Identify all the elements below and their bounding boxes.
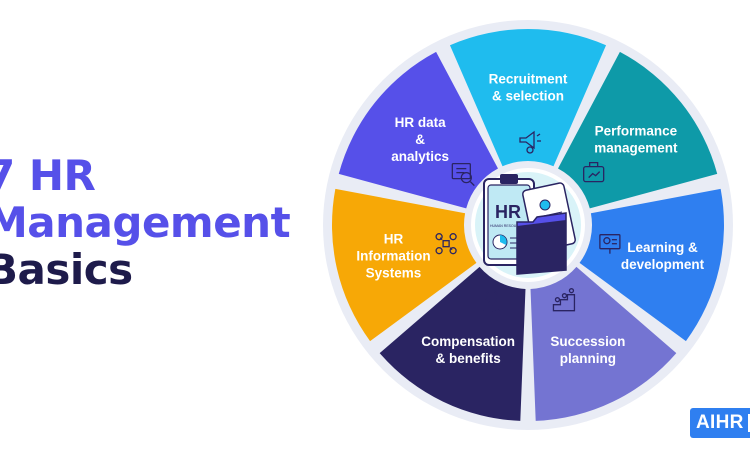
segment-label-line: analytics (391, 149, 449, 164)
segment-label: Compensation & benefits (421, 334, 515, 366)
people-steps-icon (552, 288, 576, 312)
segment-label-line: management (594, 140, 678, 155)
segment-label: Succession planning (550, 334, 625, 366)
network-people-icon (435, 233, 457, 255)
segment-shape (579, 188, 724, 342)
segment-label-line: & (415, 132, 425, 147)
center-hr-subtext: HUMAN RESOURCES (490, 224, 527, 228)
segment-shape (558, 51, 718, 209)
segment-label-line: Systems (366, 266, 422, 281)
segment-label: Performance management (594, 123, 678, 155)
segment-shape (449, 28, 607, 167)
segment-label-line: Information (356, 249, 430, 264)
segment-succession-planning: Succession planning (530, 266, 677, 421)
aihr-logo-divider (747, 414, 750, 432)
megaphone-icon (519, 130, 541, 154)
segment-compensation-benefits: Compensation & benefits (379, 266, 526, 421)
segment-label-line: HR (384, 232, 404, 247)
segment-label-line: & selection (492, 89, 564, 104)
hr-clipboard-folder-icon: HR HUMAN RESOURCES (483, 174, 576, 275)
segment-label-line: Succession (550, 334, 625, 349)
aihr-logo: AIHR (690, 408, 750, 438)
briefcase-chart-icon (583, 161, 605, 183)
wheel-center: HR HUMAN RESOURCES (471, 168, 585, 282)
segment-label-line: Performance (595, 123, 678, 138)
segment-label-line: Recruitment (489, 72, 568, 87)
center-hr-text: HR (495, 202, 521, 222)
segment-performance-management: Performance management (558, 51, 718, 209)
segment-label-line: planning (560, 351, 616, 366)
segment-label-line: Compensation (421, 334, 515, 349)
segment-label-line: & benefits (435, 351, 500, 366)
segment-label-line: development (621, 257, 705, 272)
segment-shape (530, 266, 677, 421)
segment-hr-data-analytics: HR data & analytics (338, 51, 498, 209)
segment-label: HR data & analytics (391, 115, 449, 164)
analytics-search-icon (451, 162, 475, 187)
segment-label-line: Learning & (627, 240, 698, 255)
segment-label: Recruitment & selection (489, 72, 568, 104)
segment-label: Learning & development (621, 240, 705, 272)
presentation-board-icon (599, 234, 621, 254)
money-hand-icon (480, 290, 504, 314)
segment-recruitment-selection: Recruitment & selection (449, 28, 607, 167)
page-title: 7 HR Management Basics (0, 151, 291, 294)
segment-shape (332, 188, 477, 342)
segment-learning-development: Learning & development (579, 188, 724, 342)
aihr-logo-text: AIHR (696, 412, 744, 433)
title-line-2: Management (0, 198, 291, 247)
title-line-1: 7 HR (0, 151, 96, 200)
segment-label-line: HR data (395, 115, 446, 130)
title-line-3: Basics (0, 245, 133, 294)
